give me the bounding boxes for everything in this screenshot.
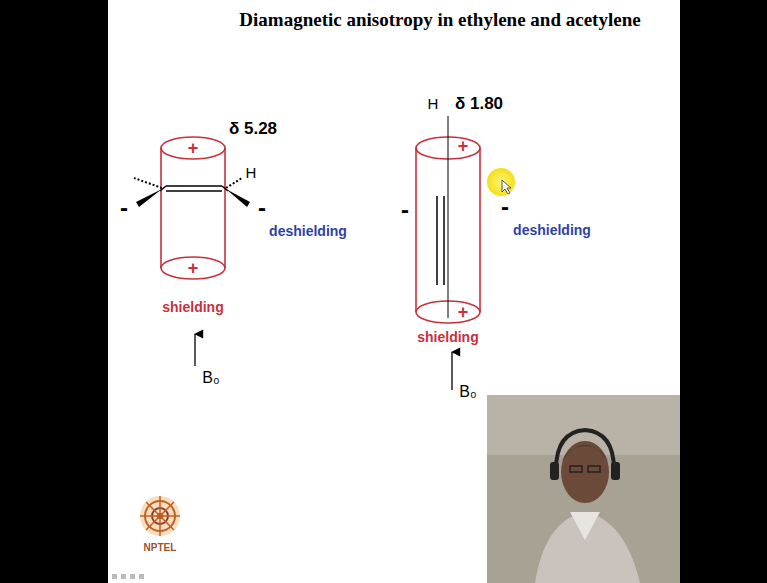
field-sign: - xyxy=(120,196,128,220)
field-sign: + xyxy=(188,139,199,157)
zone-label: shielding xyxy=(417,330,478,344)
logo-text: NPTEL xyxy=(144,543,177,553)
atom-label: H xyxy=(246,165,257,180)
atom-label: H xyxy=(428,96,439,111)
zone-label: deshielding xyxy=(269,224,347,238)
shielding-cone xyxy=(161,137,225,279)
field-sign: - xyxy=(258,196,266,220)
nptel-logo xyxy=(140,496,180,536)
field-sign: + xyxy=(458,303,469,321)
acetylene-molecule xyxy=(437,116,448,318)
field-label: B₀ xyxy=(202,370,219,386)
pointer-highlight xyxy=(487,168,515,196)
field-sign: + xyxy=(458,137,469,155)
field-sign: - xyxy=(501,195,509,219)
slide-ground xyxy=(108,0,680,583)
video-inset xyxy=(487,395,680,583)
ethylene-molecule xyxy=(134,178,250,207)
mouse-cursor xyxy=(502,180,511,194)
chemical-shift: δ 1.80 xyxy=(455,95,503,112)
zone-label: deshielding xyxy=(513,223,591,237)
player-icons xyxy=(112,574,144,579)
chemical-shift: δ 5.28 xyxy=(229,120,277,137)
field-sign: + xyxy=(188,259,199,277)
field-arrow xyxy=(194,334,195,366)
zone-label: shielding xyxy=(162,300,223,314)
slide-title: Diamagnetic anisotropy in ethylene and a… xyxy=(239,10,640,29)
field-label: B₀ xyxy=(459,384,476,400)
field-sign: - xyxy=(401,198,409,222)
field-arrow xyxy=(451,352,452,390)
